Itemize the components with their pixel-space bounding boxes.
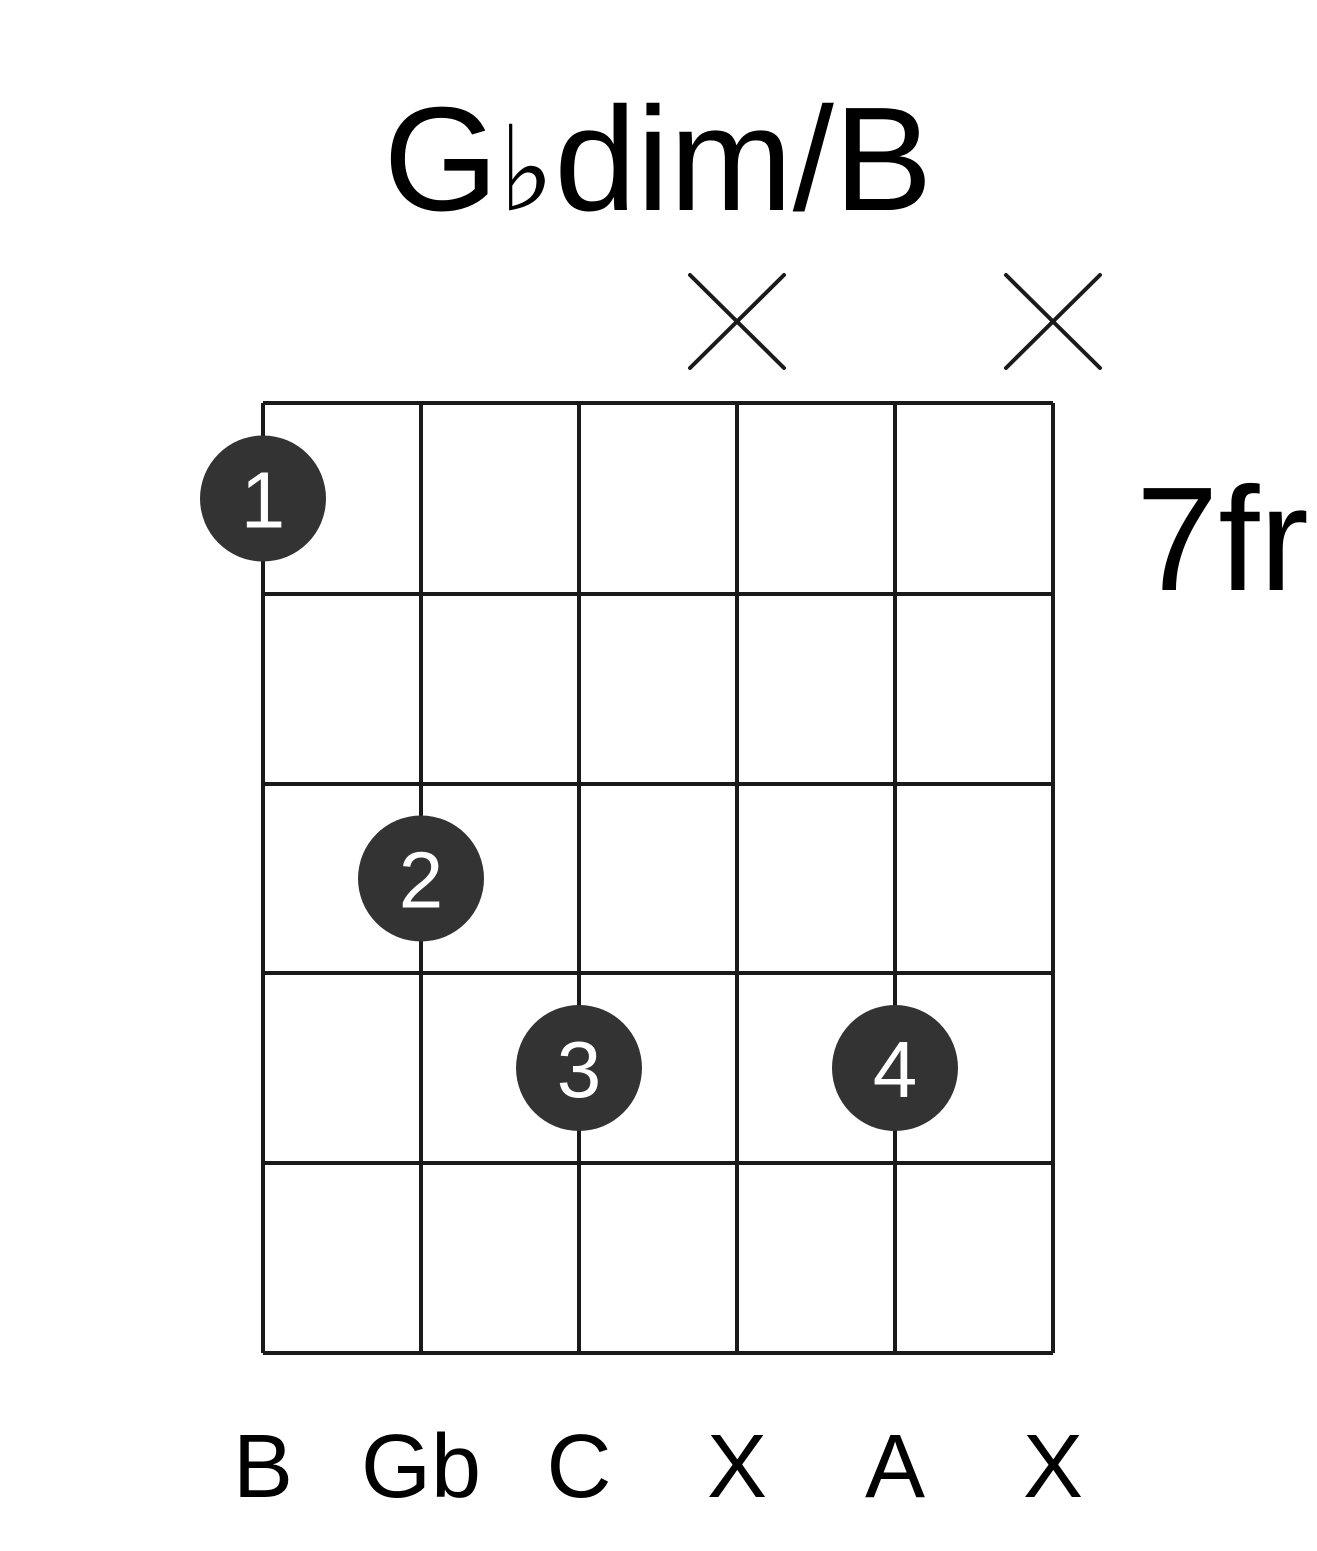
finger-dot-2: 2 — [358, 815, 484, 942]
muted-string-markers — [688, 273, 1102, 370]
finger-dot-3: 3 — [516, 1005, 642, 1131]
muted-marker-5 — [1004, 273, 1102, 370]
chord-root: G — [383, 77, 498, 242]
chord-quality: dim/B — [554, 77, 932, 242]
string-label-0: B — [233, 1417, 293, 1517]
finger-number: 1 — [241, 456, 286, 545]
string-label-5: X — [1023, 1417, 1083, 1517]
finger-dot-4: 4 — [832, 1005, 958, 1131]
string-label-2: C — [547, 1417, 612, 1517]
chord-accidental: ♭ — [499, 100, 555, 238]
string-label-4: A — [865, 1417, 925, 1517]
finger-dot-1: 1 — [200, 435, 326, 562]
string-label-1: Gb — [361, 1417, 481, 1517]
finger-number: 4 — [873, 1025, 918, 1114]
chord-title: G♭dim/B — [383, 77, 932, 242]
start-fret-label: 7fr — [1136, 457, 1309, 622]
string-label-3: X — [707, 1417, 767, 1517]
muted-marker-3 — [688, 273, 786, 370]
finger-dots: 1 2 3 4 — [200, 435, 958, 1131]
finger-number: 2 — [399, 836, 444, 925]
finger-number: 3 — [557, 1025, 602, 1114]
